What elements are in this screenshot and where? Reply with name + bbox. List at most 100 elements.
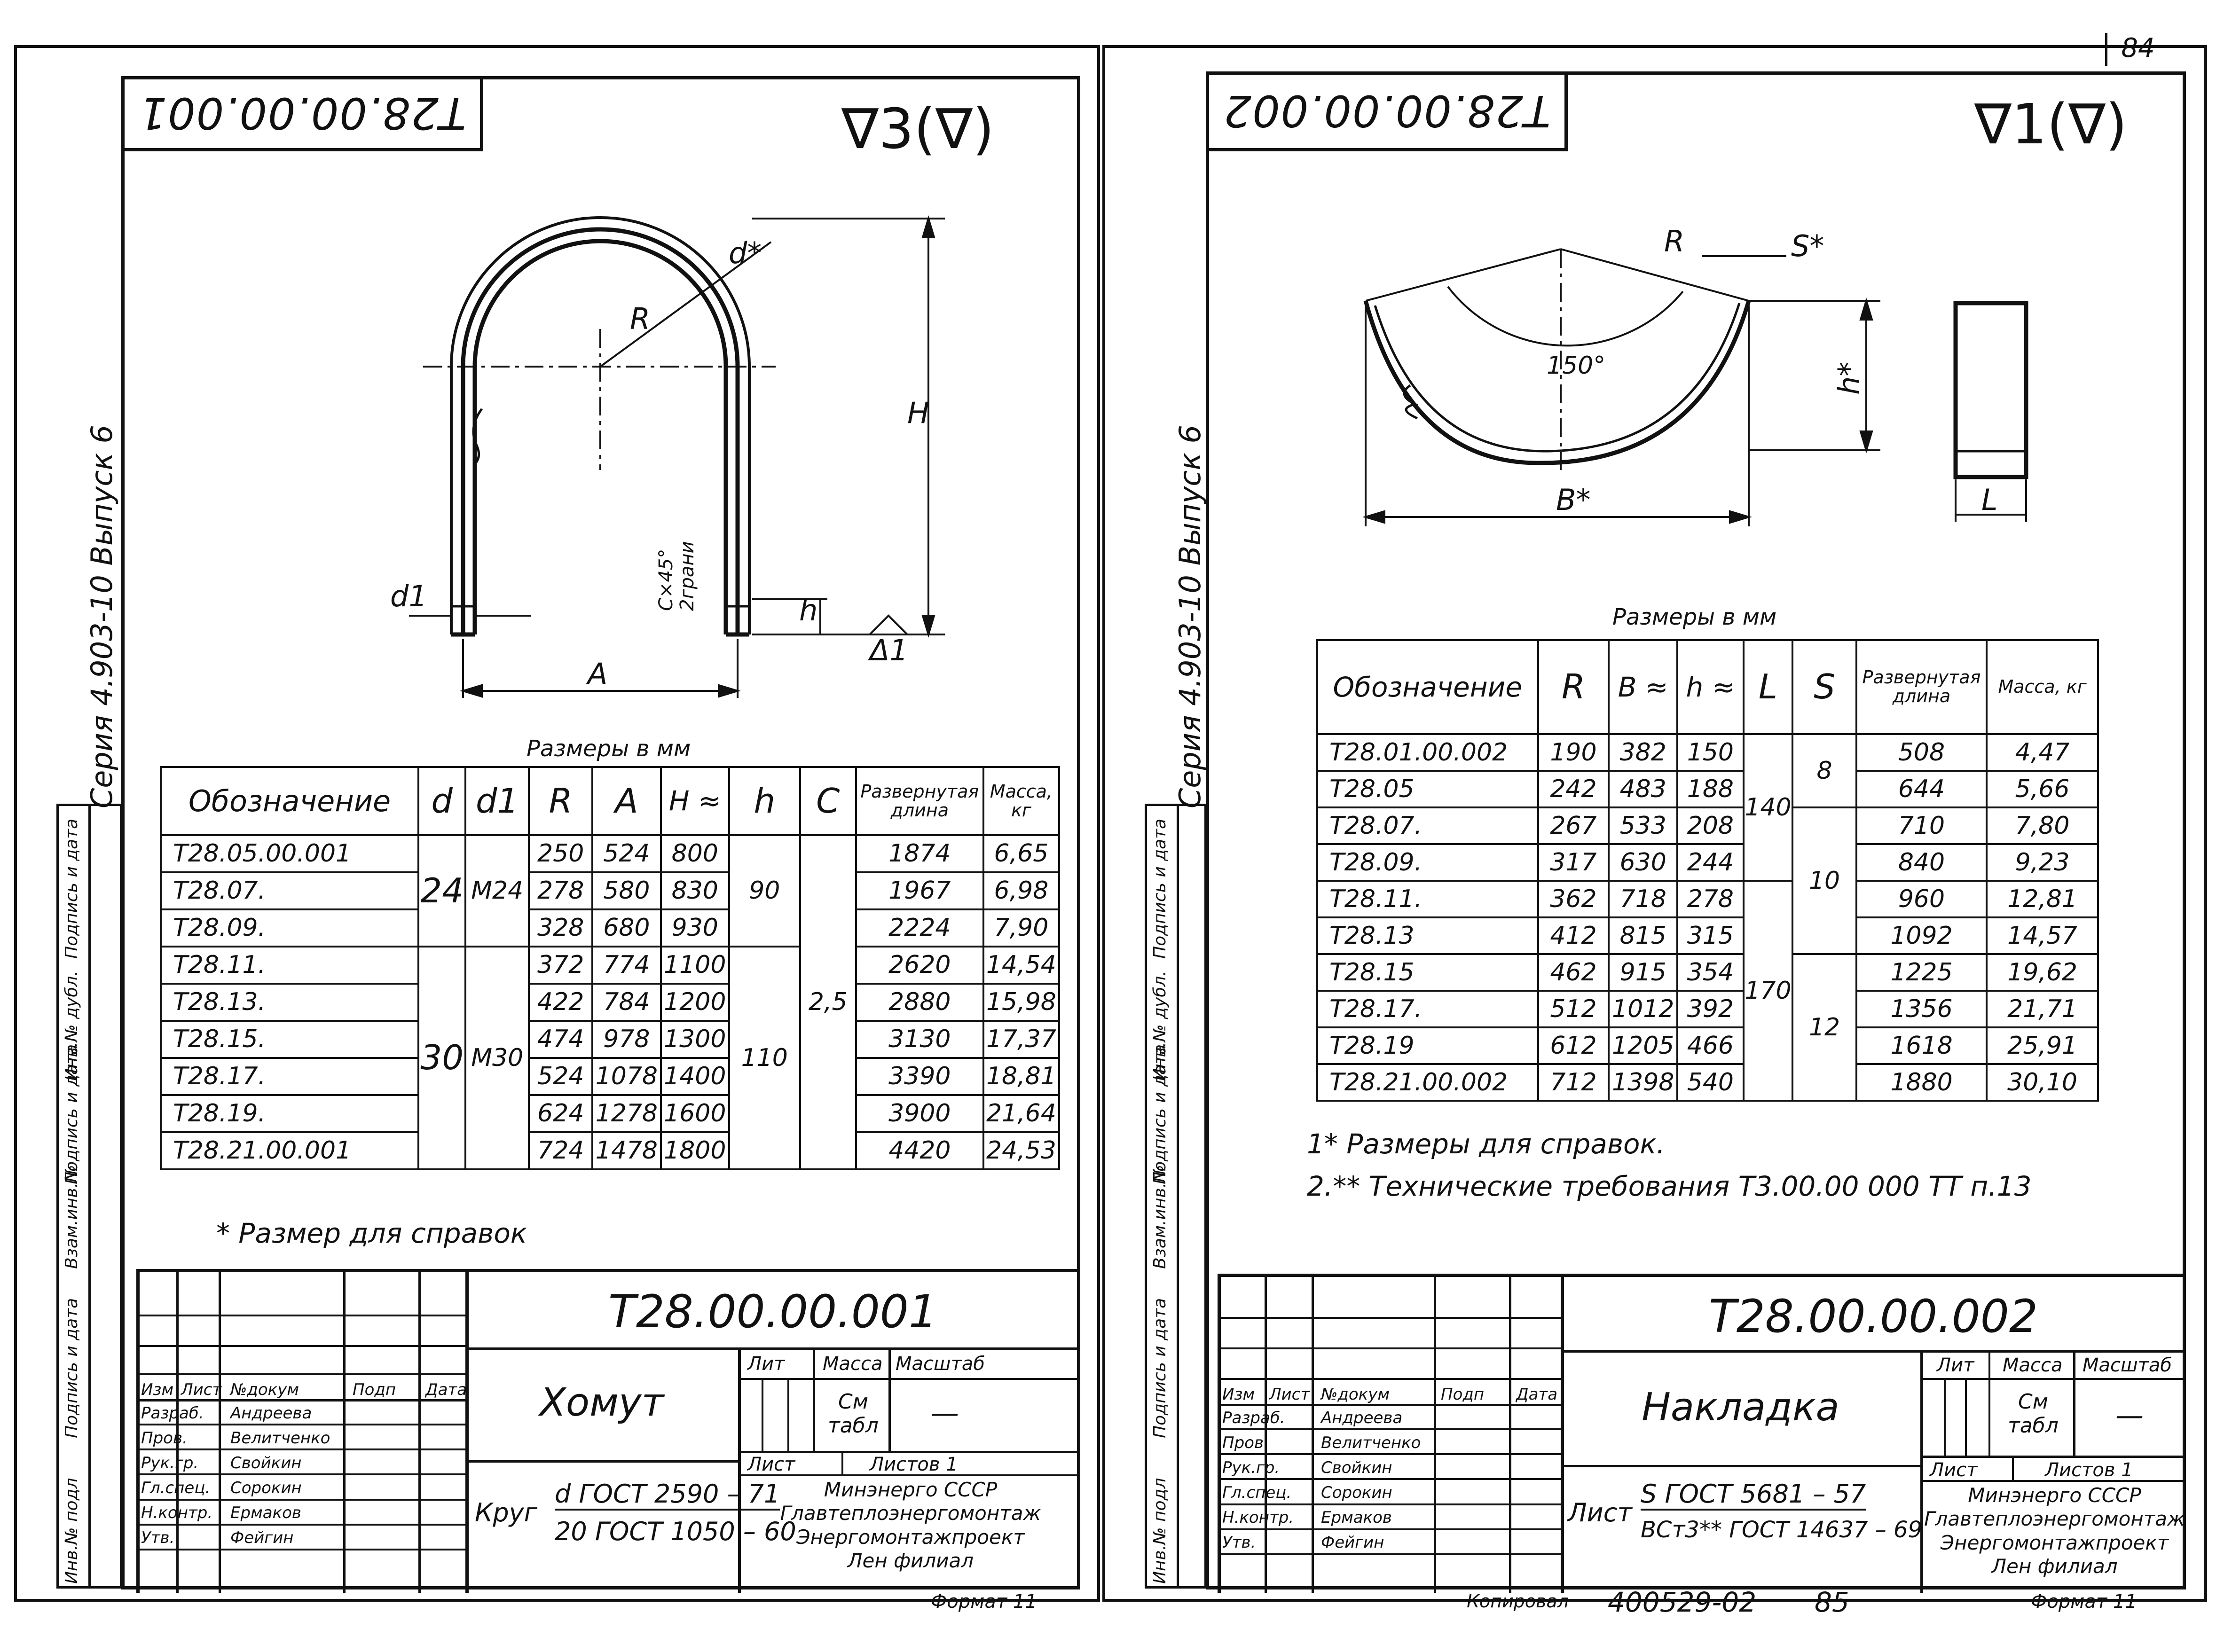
cell-mass: 21,71 [1986, 990, 2099, 1028]
cell-length: 1092 [1855, 916, 1988, 955]
col-mass: Масса, кг [1986, 639, 2099, 735]
cell-R: 422 [528, 983, 594, 1022]
cell-length: 2880 [855, 983, 984, 1022]
cell-h: 540 [1676, 1063, 1745, 1102]
right-title-code: Т28.00.00.002 [1709, 1290, 2038, 1343]
right-material-bottom: ВСт3** ГОСТ 14637 – 69 [1641, 1517, 1923, 1543]
col-C: C [799, 766, 857, 836]
cell-H: 1400 [660, 1057, 730, 1096]
cell-R: 462 [1537, 953, 1610, 992]
right-col-izm: Изм [1222, 1385, 1255, 1404]
col-H: H ≈ [660, 766, 730, 836]
col-designation: Обозначение [1316, 639, 1539, 735]
cell-length: 840 [1855, 843, 1988, 882]
table-row: Т28.07. 267 533 208 10 710 7,80 [1316, 806, 2099, 955]
cell-H: 1800 [660, 1131, 730, 1170]
col-d1: d1 [464, 766, 530, 836]
col-S: S [1792, 639, 1857, 735]
right-title-block: Т28.00.00.002 Накладка Лит Масса Масштаб… [1218, 1274, 2186, 1593]
staff-role: Рук.гр. [141, 1454, 199, 1472]
cell-code: Т28.21.00.001 [159, 1131, 420, 1170]
table-row: Т28.05 242 483 188 644 5,66 [1316, 770, 2099, 808]
right-organization: Минэнерго СССР Главтеплоэнергомонтаж Эне… [1923, 1484, 2186, 1579]
cell-mass: 15,98 [982, 983, 1061, 1022]
right-material-top: S ГОСТ 5681 – 57 [1641, 1479, 1866, 1511]
left-format: Формат 11 [931, 1591, 1037, 1613]
cell-mass: 6,98 [982, 871, 1061, 910]
staff-role: Утв. [141, 1528, 175, 1547]
col-mass: Масса, кг [982, 766, 1061, 836]
table-row: Т28.19. 624 1278 1600 3900 21,64 [159, 1094, 1061, 1133]
cell-c: 2,5 [799, 834, 857, 1170]
cell-code: Т28.05 [1316, 770, 1539, 808]
cell-code: Т28.17. [1316, 990, 1539, 1028]
cell-B: 1012 [1608, 990, 1679, 1028]
label-pad-angle: 150° [1547, 352, 1605, 380]
cell-R: 724 [528, 1131, 594, 1170]
cell-H: 1600 [660, 1094, 730, 1133]
right-format: Формат 11 [2031, 1591, 2137, 1613]
staff-role: Пров. [141, 1429, 188, 1448]
right-sheet-border [1102, 45, 2207, 1602]
left-note: * Размер для справок [216, 1217, 527, 1249]
label-H: H [907, 396, 929, 430]
label-pad-R: R [1664, 224, 1684, 258]
cell-h-90: 90 [728, 834, 801, 947]
cell-B: 533 [1608, 806, 1679, 845]
col-h: h [728, 766, 801, 836]
cell-h: 150 [1676, 733, 1745, 772]
cell-L-170: 170 [1742, 880, 1794, 1102]
staff-name: Ермаков [1321, 1508, 1392, 1527]
org-line-2: Главтеплоэнергомонтаж [1924, 1507, 2185, 1531]
cell-length: 1880 [1855, 1063, 1988, 1102]
right-sheets-label: Листов 1 [2045, 1459, 2133, 1481]
cell-R: 474 [528, 1020, 594, 1059]
pad-drawing [1363, 300, 2028, 479]
cell-mass: 14,57 [1986, 916, 2099, 955]
right-col-sign: Подп [1441, 1385, 1485, 1404]
cell-code: Т28.05.00.001 [159, 834, 420, 873]
cell-h: 466 [1676, 1026, 1745, 1065]
staff-name: Андреева [230, 1404, 312, 1423]
table-row: Т28.07. 278 580 830 1967 6,98 [159, 871, 1061, 910]
col-length: Развернутая длина [855, 766, 984, 836]
cell-length: 2620 [855, 946, 984, 985]
table-row: Т28.09. 317 630 244 840 9,23 [1316, 843, 2099, 882]
table-row: Т28.11. 362 718 278 170 960 12,81 [1316, 880, 2099, 1102]
cell-h: 392 [1676, 990, 1745, 1028]
label-pad-h: h* [1832, 362, 1866, 395]
left-lit-label: Лит [747, 1353, 785, 1375]
cell-mass: 4,47 [1986, 733, 2099, 772]
page-number: 84 [2105, 33, 2169, 66]
cell-mass: 7,90 [982, 908, 1061, 947]
staff-role: Гл.спец. [141, 1479, 211, 1497]
cell-mass: 21,64 [982, 1094, 1061, 1133]
table-row: Т28.19 612 1205 466 1618 25,91 [1316, 1026, 2099, 1065]
cell-R: 328 [528, 908, 594, 947]
cell-mass: 12,81 [1986, 880, 2099, 918]
org-line-3: Энергомонтажпроект [1940, 1531, 2169, 1554]
cell-length: 710 [1855, 806, 1988, 845]
left-frame [121, 76, 1080, 1589]
footer-copied: Копировал [1467, 1591, 1569, 1612]
cell-mass: 5,66 [1986, 770, 2099, 808]
cell-length: 508 [1855, 733, 1988, 772]
label-d1: d1 [390, 579, 427, 613]
col-L: L [1742, 639, 1794, 735]
left-mass-value: См табл [828, 1390, 879, 1438]
cell-H: 1300 [660, 1020, 730, 1059]
cell-B: 483 [1608, 770, 1679, 808]
cell-length: 2224 [855, 908, 984, 947]
cell-B: 718 [1608, 880, 1679, 918]
right-frame [1206, 71, 2186, 1589]
cell-length: 1356 [1855, 990, 1988, 1028]
cell-R: 317 [1537, 843, 1610, 882]
left-dimensions-table: Обозначение d d1 R A H ≈ h C Развернутая… [159, 766, 1061, 1170]
cell-A: 1278 [591, 1094, 662, 1133]
right-scale-value: — [2115, 1399, 2144, 1432]
left-roughness-mark: ∇3(∇) [841, 96, 995, 161]
table-row: Т28.15. 474 978 1300 3130 17,37 [159, 1020, 1061, 1059]
left-sheets-label: Листов 1 [870, 1454, 958, 1475]
cell-length: 1967 [855, 871, 984, 910]
